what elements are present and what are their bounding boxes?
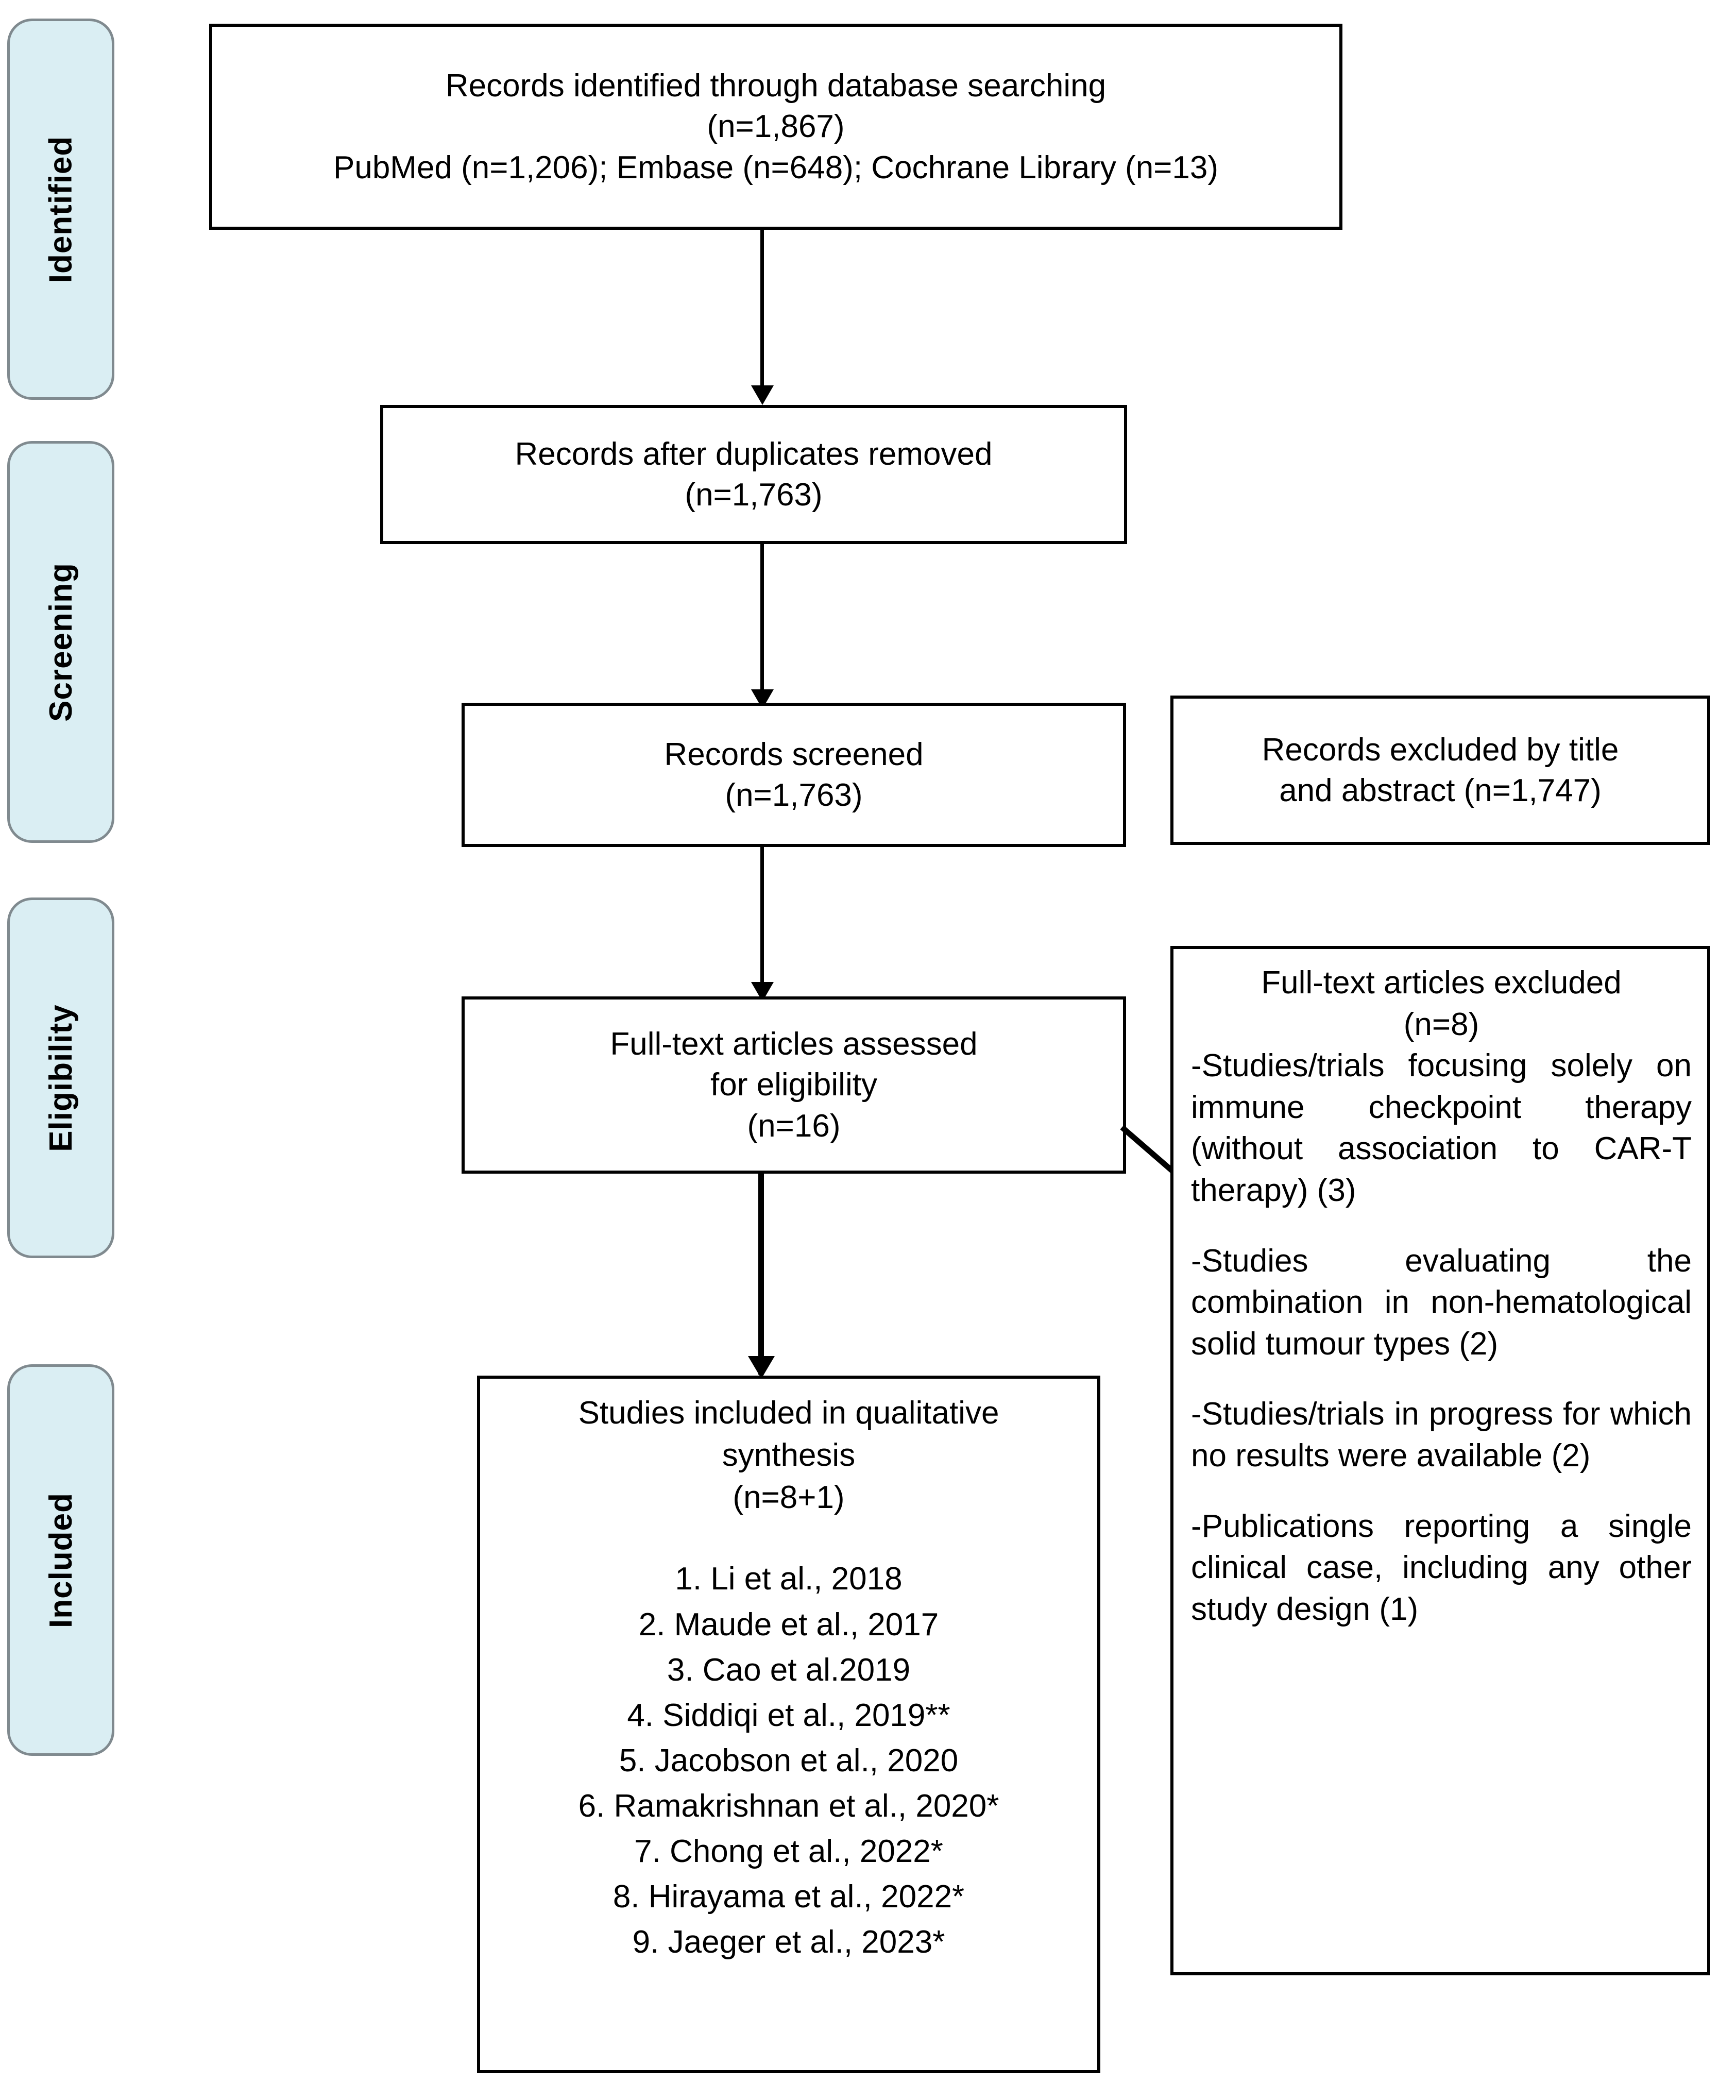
list-item: 6. Ramakrishnan et al., 2020* xyxy=(578,1788,999,1824)
box-duplicates-removed-line-2: (n=1,763) xyxy=(685,477,823,513)
box-fulltext-excluded-reason-4: -Publications reporting a single clinica… xyxy=(1191,1508,1692,1627)
stage-label-included-text: Included xyxy=(43,1492,79,1628)
connector-fulltext-to-included xyxy=(758,1174,764,1375)
stage-label-eligibility: Eligibility xyxy=(7,897,114,1258)
stage-label-screening: Screening xyxy=(7,441,114,843)
box-records-excluded-line-1: Records excluded by title xyxy=(1262,732,1619,768)
box-duplicates-removed-line-1: Records after duplicates removed xyxy=(515,436,993,472)
box-records-excluded-line-2: and abstract (n=1,747) xyxy=(1279,773,1602,808)
stage-label-identified: Identified xyxy=(7,19,114,400)
connector-duplicates-to-screened xyxy=(760,544,764,704)
list-item: 9. Jaeger et al., 2023* xyxy=(632,1924,945,1960)
box-records-identified-line-2: (n=1,867) xyxy=(707,109,845,145)
box-records-excluded: Records excluded by title and abstract (… xyxy=(1170,696,1710,845)
stage-label-screening-text: Screening xyxy=(43,562,79,722)
box-records-identified-line-1: Records identified through database sear… xyxy=(445,67,1107,104)
list-item: 8. Hirayama et al., 2022* xyxy=(612,1878,965,1915)
box-records-screened-line-2: (n=1,763) xyxy=(725,777,863,813)
stage-label-identified-text: Identified xyxy=(43,136,79,283)
studies-included-list: 1. Li et al., 2018 2. Maude et al., 2017… xyxy=(578,1556,999,1964)
box-fulltext-excluded-heading-line-2: (n=8) xyxy=(1403,1006,1479,1042)
box-fulltext-excluded-heading-line-1: Full-text articles excluded xyxy=(1261,965,1622,1001)
box-duplicates-removed: Records after duplicates removed (n=1,76… xyxy=(380,405,1127,544)
list-item: 1. Li et al., 2018 xyxy=(675,1561,903,1597)
box-fulltext-excluded-reason-2: -Studies evaluating the combination in n… xyxy=(1191,1243,1692,1362)
box-fulltext-excluded: Full-text articles excluded (n=8) -Studi… xyxy=(1170,946,1710,1975)
box-records-identified: Records identified through database sear… xyxy=(209,24,1342,230)
box-fulltext-excluded-reason-3: -Studies/trials in progress for which no… xyxy=(1191,1396,1692,1474)
stage-label-eligibility-text: Eligibility xyxy=(43,1004,79,1152)
box-fulltext-assessed-line-2: for eligibility xyxy=(710,1067,877,1103)
list-item: 4. Siddiqi et al., 2019** xyxy=(627,1697,950,1733)
box-records-screened-line-1: Records screened xyxy=(664,736,924,772)
box-studies-included-heading-line-2: synthesis xyxy=(722,1437,856,1473)
list-item: 5. Jacobson et al., 2020 xyxy=(619,1742,959,1779)
connector-screened-to-fulltext xyxy=(760,847,764,996)
box-fulltext-assessed: Full-text articles assessed for eligibil… xyxy=(462,996,1126,1174)
list-item: 3. Cao et al.2019 xyxy=(667,1652,911,1688)
arrowhead-identified-to-duplicates xyxy=(751,385,774,405)
box-fulltext-assessed-line-3: (n=16) xyxy=(747,1108,841,1144)
box-studies-included-heading-line-3: (n=8+1) xyxy=(733,1479,845,1515)
box-fulltext-assessed-line-1: Full-text articles assessed xyxy=(610,1026,978,1062)
arrowhead-fulltext-to-included xyxy=(748,1356,775,1379)
box-studies-included: Studies included in qualitative synthesi… xyxy=(477,1376,1100,2073)
box-fulltext-excluded-reason-1: -Studies/trials focusing solely on immun… xyxy=(1191,1048,1692,1208)
box-records-identified-line-3: PubMed (n=1,206); Embase (n=648); Cochra… xyxy=(333,149,1219,185)
box-records-screened: Records screened (n=1,763) xyxy=(462,703,1126,847)
box-studies-included-heading-line-1: Studies included in qualitative xyxy=(578,1395,999,1431)
list-item: 2. Maude et al., 2017 xyxy=(638,1606,939,1642)
connector-identified-to-duplicates xyxy=(760,230,764,400)
list-item: 7. Chong et al., 2022* xyxy=(634,1833,943,1869)
stage-label-included: Included xyxy=(7,1364,114,1756)
